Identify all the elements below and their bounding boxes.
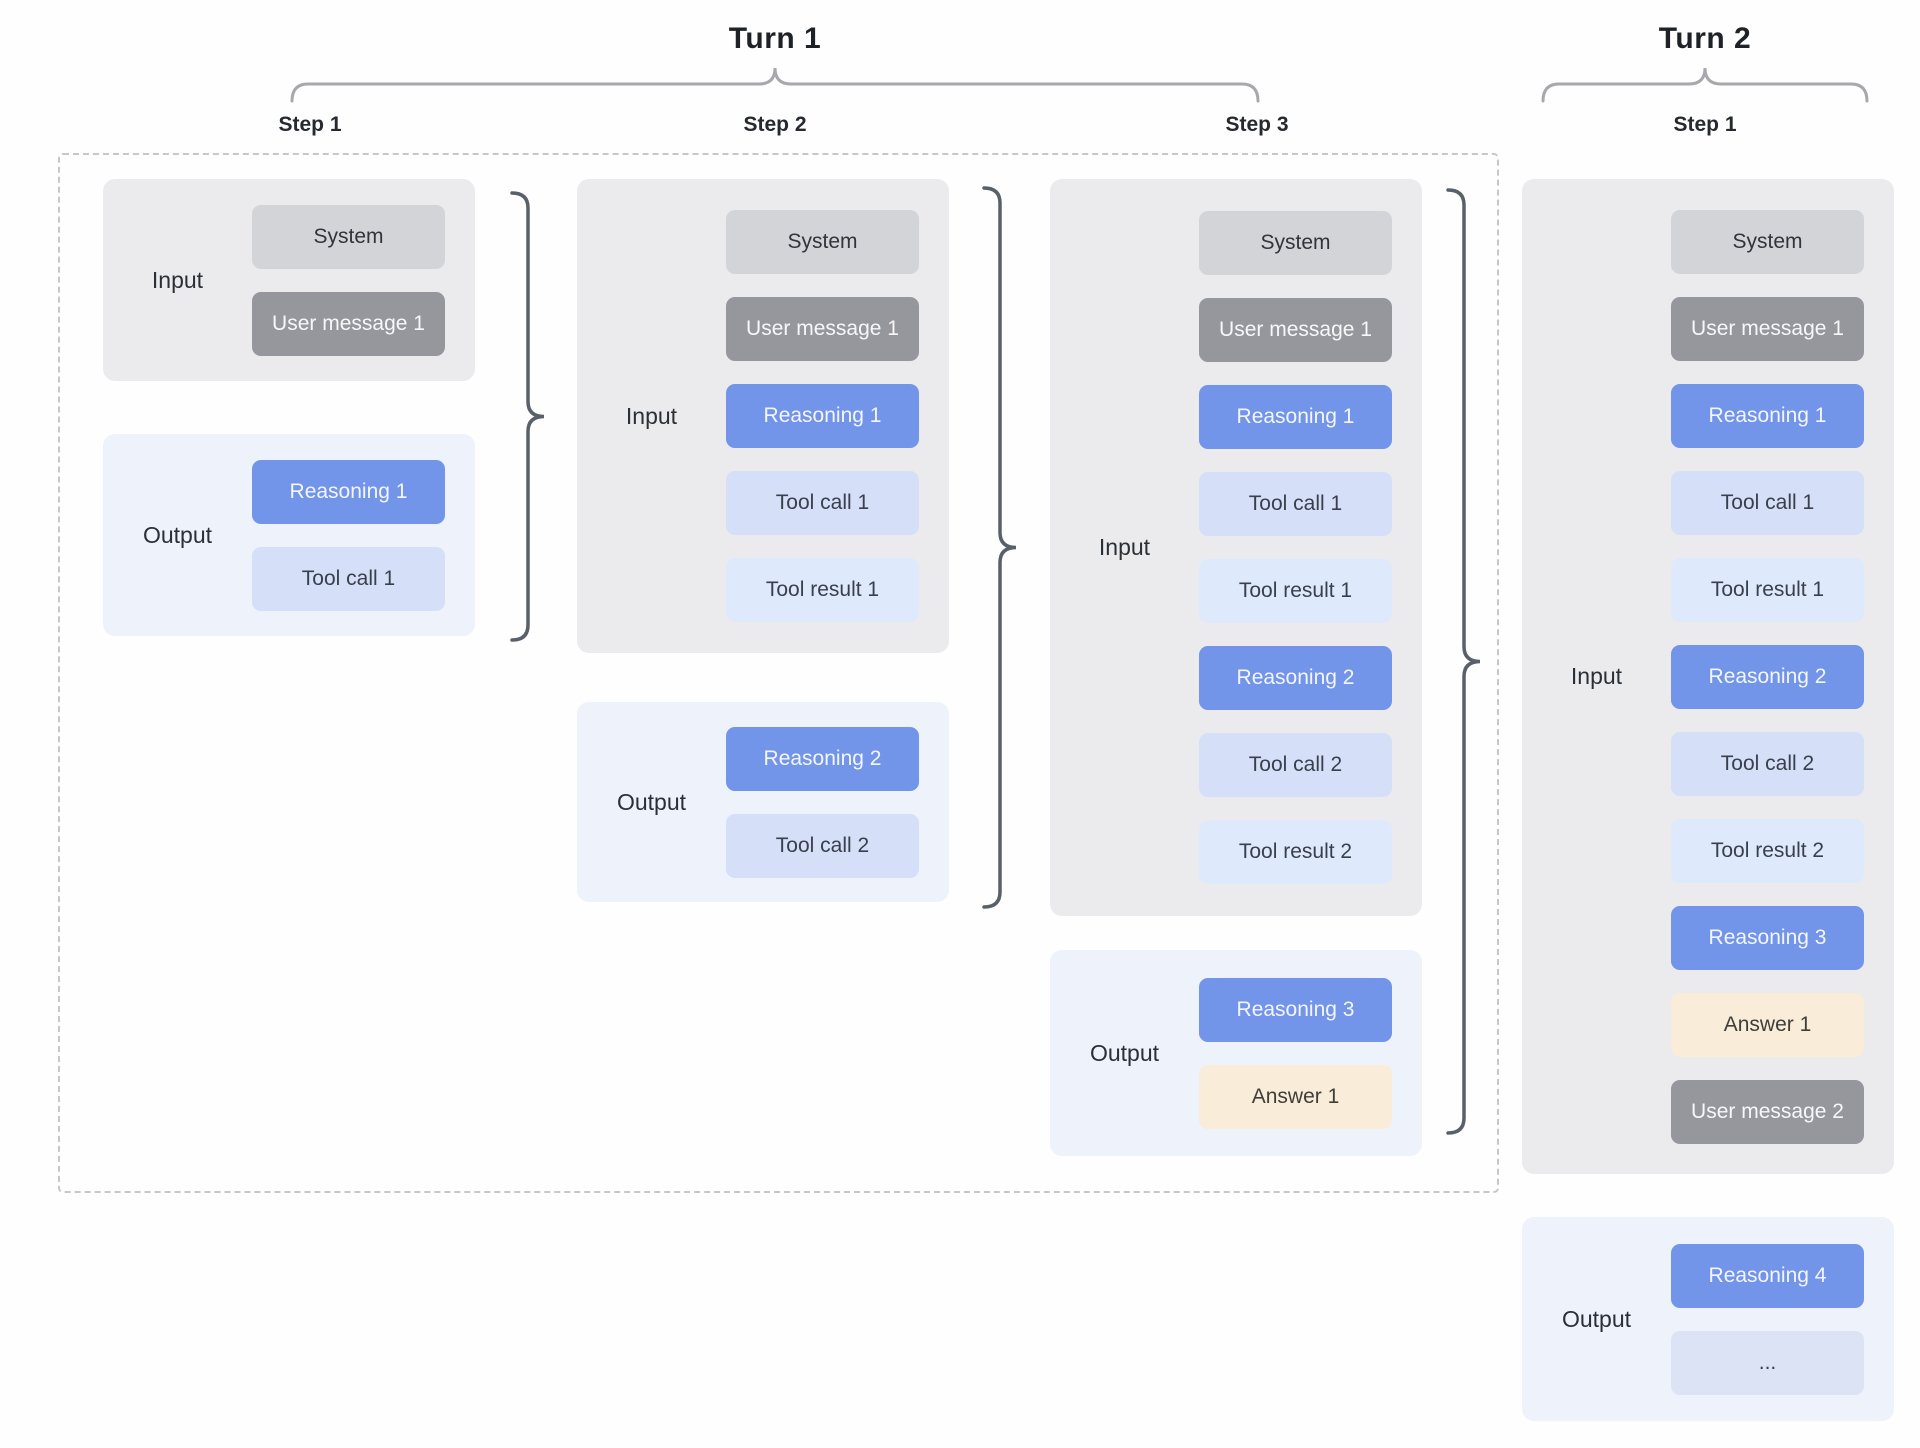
reasoning-chip: Reasoning 4: [1671, 1243, 1864, 1308]
step-label-3: Step 1: [1673, 113, 1737, 136]
ellipsis-chip: ...: [1671, 1330, 1864, 1395]
tool_result-chip: Tool result 1: [1199, 559, 1392, 623]
turn-2-span-brace: [1541, 67, 1869, 103]
tool_call-chip: Tool call 1: [726, 471, 919, 535]
user-chip: User message 2: [1671, 1079, 1864, 1144]
reasoning-chip: Reasoning 1: [726, 384, 919, 448]
tool_call-chip: Tool call 2: [1199, 733, 1392, 797]
turn-1-title: Turn 1: [728, 22, 822, 55]
reasoning-chip: Reasoning 1: [1671, 383, 1864, 448]
output-label: Output: [142, 521, 213, 548]
reasoning-chip: Reasoning 3: [1671, 905, 1864, 970]
output-label: Output: [1561, 1305, 1632, 1332]
output-label: Output: [1089, 1039, 1160, 1066]
tool_call-chip: Tool call 1: [1199, 472, 1392, 536]
tool_result-chip: Tool result 2: [1199, 820, 1392, 884]
input-label: Input: [1098, 534, 1151, 560]
reasoning-chip: Reasoning 3: [1199, 977, 1392, 1042]
tool_call-chip: Tool call 2: [726, 813, 919, 878]
user-chip: User message 1: [1199, 298, 1392, 362]
user-chip: User message 1: [1671, 296, 1864, 361]
answer-chip: Answer 1: [1671, 992, 1864, 1057]
reasoning-chip: Reasoning 2: [726, 726, 919, 791]
input-label: Input: [625, 402, 678, 429]
answer-chip: Answer 1: [1199, 1064, 1392, 1129]
step-3-carryover-brace: [1446, 188, 1481, 1135]
reasoning-chip: Reasoning 1: [252, 459, 445, 524]
output-panel-col3: Output Reasoning 3 Answer 1: [1050, 950, 1422, 1156]
output-panel-col1: Output Reasoning 1 Tool call 1: [103, 434, 475, 636]
user-chip: User message 1: [726, 297, 919, 361]
turn-1-span-brace: [290, 67, 1260, 103]
output-panel-col2: Output Reasoning 2 Tool call 2: [577, 702, 949, 902]
tool_result-chip: Tool result 2: [1671, 818, 1864, 883]
input-label: Input: [1570, 663, 1623, 689]
system-chip: System: [1199, 211, 1392, 275]
system-chip: System: [252, 204, 445, 269]
reasoning-chip: Reasoning 2: [1671, 644, 1864, 709]
tool_call-chip: Tool call 2: [1671, 731, 1864, 796]
input-label: Input: [151, 266, 204, 293]
step-1-carryover-brace: [510, 191, 545, 642]
output-label: Output: [616, 788, 687, 815]
system-chip: System: [726, 210, 919, 274]
reasoning-chip: Reasoning 2: [1199, 646, 1392, 710]
turn-1-dashed-boundary: [58, 153, 1499, 1193]
turn-2-title: Turn 2: [1658, 22, 1752, 55]
step-label-1: Step 2: [743, 113, 807, 136]
step-label-2: Step 3: [1225, 113, 1289, 136]
system-chip: System: [1671, 209, 1864, 274]
step-2-carryover-brace: [982, 186, 1017, 909]
tool_call-chip: Tool call 1: [252, 546, 445, 611]
tool_call-chip: Tool call 1: [1671, 470, 1864, 535]
output-panel-col4: Output Reasoning 4...: [1522, 1217, 1894, 1421]
user-chip: User message 1: [252, 291, 445, 356]
step-label-0: Step 1: [278, 113, 342, 136]
tool_result-chip: Tool result 1: [1671, 557, 1864, 622]
reasoning-chip: Reasoning 1: [1199, 385, 1392, 449]
tool_result-chip: Tool result 1: [726, 558, 919, 622]
